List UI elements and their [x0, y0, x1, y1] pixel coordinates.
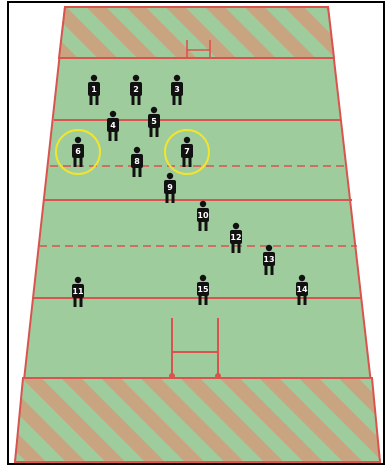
player-number: 14 — [296, 285, 308, 294]
player-number: 8 — [134, 157, 140, 166]
player-number: 2 — [133, 85, 139, 94]
player-leg — [156, 127, 159, 137]
player-leg — [199, 295, 202, 305]
player-leg — [115, 131, 118, 141]
player-leg — [265, 265, 268, 275]
player-leg — [271, 265, 274, 275]
player-number: 10 — [197, 211, 209, 220]
player-leg — [80, 297, 83, 307]
player-head — [200, 201, 206, 207]
player-leg — [74, 297, 77, 307]
player-head — [299, 275, 305, 281]
player-leg — [150, 127, 153, 137]
player-leg — [179, 95, 182, 105]
player-leg — [96, 95, 99, 105]
player-leg — [138, 95, 141, 105]
player-leg — [74, 157, 77, 167]
player-number: 1 — [91, 85, 97, 94]
player-leg — [109, 131, 112, 141]
player-number: 4 — [110, 121, 116, 130]
player-head — [91, 75, 97, 81]
player-number: 5 — [151, 117, 157, 126]
player-number: 15 — [197, 285, 209, 294]
near-in-goal-area — [15, 378, 380, 462]
player-leg — [205, 221, 208, 231]
player-head — [75, 137, 81, 143]
player-head — [151, 107, 157, 113]
player-number: 6 — [75, 147, 81, 156]
player-leg — [90, 95, 93, 105]
player-leg — [238, 243, 241, 253]
player-leg — [80, 157, 83, 167]
player-leg — [172, 193, 175, 203]
player-head — [75, 277, 81, 283]
player-leg — [173, 95, 176, 105]
player-head — [200, 275, 206, 281]
player-head — [174, 75, 180, 81]
player-leg — [189, 157, 192, 167]
player-leg — [166, 193, 169, 203]
player-head — [133, 75, 139, 81]
player-head — [110, 111, 116, 117]
player-leg — [183, 157, 186, 167]
player-head — [167, 173, 173, 179]
player-head — [233, 223, 239, 229]
player-head — [134, 147, 140, 153]
player-head — [184, 137, 190, 143]
player-leg — [205, 295, 208, 305]
player-leg — [304, 295, 307, 305]
player-number: 3 — [174, 85, 180, 94]
player-leg — [298, 295, 301, 305]
player-leg — [132, 95, 135, 105]
player-leg — [133, 167, 136, 177]
player-number: 9 — [167, 183, 173, 192]
player-number: 7 — [184, 147, 190, 156]
player-leg — [199, 221, 202, 231]
player-number: 12 — [230, 233, 241, 242]
player-number: 13 — [263, 255, 274, 264]
player-leg — [232, 243, 235, 253]
player-head — [266, 245, 272, 251]
player-number: 11 — [72, 287, 84, 296]
player-leg — [139, 167, 142, 177]
